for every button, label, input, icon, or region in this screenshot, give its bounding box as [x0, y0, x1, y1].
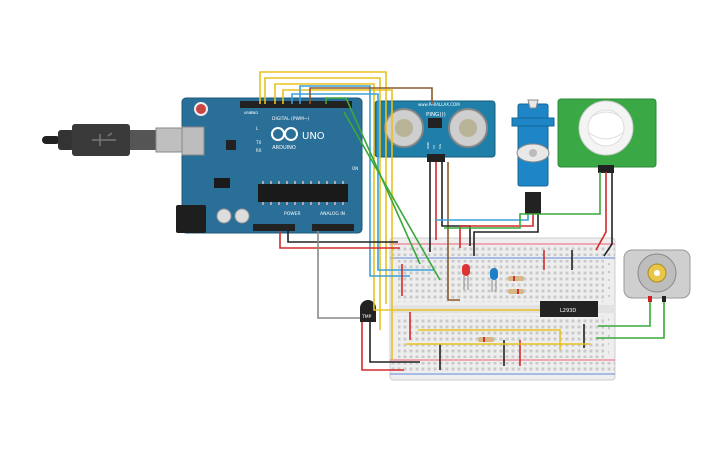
row-label-f: f	[608, 318, 610, 322]
tx-label: TX	[255, 140, 261, 145]
analog-header[interactable]	[312, 224, 354, 231]
reset-button[interactable]	[194, 102, 208, 116]
power-header[interactable]	[253, 224, 295, 231]
l-label: L	[256, 126, 259, 131]
row-label-a: a	[608, 262, 610, 266]
row-label-e: e	[608, 294, 610, 298]
temperature-sensor: TMP	[360, 300, 376, 322]
rx-label: RX	[256, 148, 262, 153]
ping-brand-text: www.PARALLAX.COM	[418, 102, 460, 107]
row-label-d: d	[608, 286, 610, 290]
row-label-b: b	[608, 270, 611, 274]
row-label-h: h	[608, 334, 610, 338]
led-icon-blue	[490, 268, 498, 292]
ping-pin-5v: 5V	[432, 144, 436, 149]
digital-header[interactable]	[240, 101, 352, 108]
gnd-label: GND	[250, 111, 258, 115]
on-label: ON	[352, 166, 358, 171]
ping-sensor: www.PARALLAX.COM PING))) GND 5V SIG	[374, 100, 496, 162]
resistor-icon	[478, 276, 524, 342]
atmega-chip	[258, 184, 348, 202]
dc-motor-icon	[623, 249, 691, 302]
pir-sensor-icon	[557, 98, 657, 173]
row-label-j: j	[607, 350, 609, 354]
row-label-i: i	[608, 342, 609, 346]
arduino-logo-text: ARDUINO	[272, 145, 296, 151]
ping-pin-gnd: GND	[426, 141, 430, 149]
servo-icon	[511, 99, 555, 214]
ping-model-text: PING)))	[426, 112, 446, 118]
power-label: POWER	[284, 211, 301, 217]
ping-pin-sig: SIG	[438, 143, 442, 149]
aref-label: AREF	[244, 111, 253, 115]
arduino-model-text: UNO	[302, 131, 325, 142]
arduino-logo-icon	[271, 127, 298, 141]
arduino-uno-board: ARDUINO UNO DIGITAL (PWM~) POWER ANALOG …	[176, 97, 363, 234]
digital-label: DIGITAL (PWM~)	[272, 116, 310, 122]
wires	[259, 71, 665, 371]
led-icon	[462, 264, 470, 290]
tmp-label: TMP	[361, 314, 372, 320]
usb-cable-icon	[42, 124, 189, 156]
l293d-label: L293D	[560, 308, 576, 314]
row-label-c: c	[608, 278, 610, 282]
row-label-g: g	[608, 326, 610, 330]
analog-label: ANALOG IN	[320, 211, 345, 217]
l293d-chip: L293D	[540, 301, 598, 317]
